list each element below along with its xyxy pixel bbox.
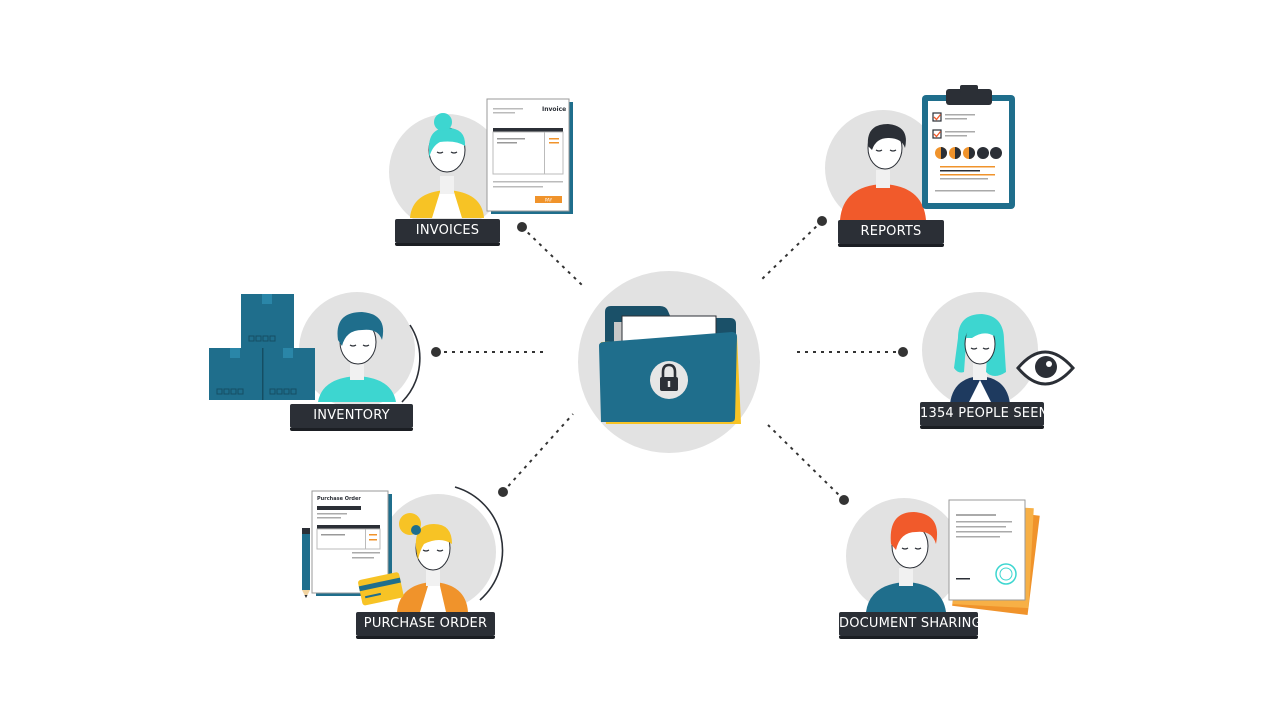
connector-document-sharing <box>767 424 845 501</box>
invoices-label: INVOICES <box>395 219 500 246</box>
document-sharing-person <box>866 512 946 612</box>
dot-people-seen <box>898 347 908 357</box>
connector-invoices <box>521 226 583 286</box>
shared-documents <box>948 499 1040 615</box>
inventory-label: INVENTORY <box>290 404 413 431</box>
purchase-order-doc-title: Purchase Order <box>317 496 361 502</box>
dot-document-sharing <box>839 495 849 505</box>
purchase-order-document: Purchase Order <box>311 490 392 596</box>
dot-inventory <box>431 347 441 357</box>
connector-reports <box>759 220 823 282</box>
dot-purchase-order <box>498 487 508 497</box>
purchase-order-node: Purchase Order <box>302 486 504 612</box>
purchase-order-person <box>397 513 468 612</box>
invoice-document: Invoice PAY <box>486 98 573 214</box>
dot-reports <box>817 216 827 226</box>
people-seen-person <box>950 314 1010 404</box>
invoices-node: Invoice PAY <box>389 98 573 230</box>
people-seen-label: 1354 PEOPLE SEEN <box>920 402 1048 429</box>
inventory-node <box>209 292 421 408</box>
reports-label: REPORTS <box>838 220 944 247</box>
eye-icon <box>1016 350 1075 386</box>
credit-card-icon <box>358 572 404 606</box>
reports-person <box>840 124 926 220</box>
connector-dots <box>431 216 908 505</box>
people-seen-node <box>922 292 1075 408</box>
center-folder-node <box>578 271 760 453</box>
pencil-icon <box>302 528 310 598</box>
stamp-icon <box>995 563 1017 585</box>
inventory-person <box>318 312 396 402</box>
document-sharing-node <box>846 498 1040 615</box>
inventory-arc <box>401 324 421 403</box>
padlock-icon <box>650 361 688 399</box>
invoices-person <box>410 113 484 218</box>
purchase-order-arc <box>454 486 504 601</box>
connector-purchase-order <box>502 413 574 493</box>
document-sharing-label: DOCUMENT SHARING <box>839 612 982 639</box>
clipboard-icon <box>922 85 1015 209</box>
connectors <box>436 220 903 501</box>
reports-node <box>825 85 1015 226</box>
purchase-order-label: PURCHASE ORDER <box>356 612 495 639</box>
invoice-pay-button: PAY <box>545 198 553 203</box>
inventory-boxes <box>209 294 315 400</box>
invoice-doc-title: Invoice <box>542 106 566 113</box>
dot-invoices <box>517 222 527 232</box>
